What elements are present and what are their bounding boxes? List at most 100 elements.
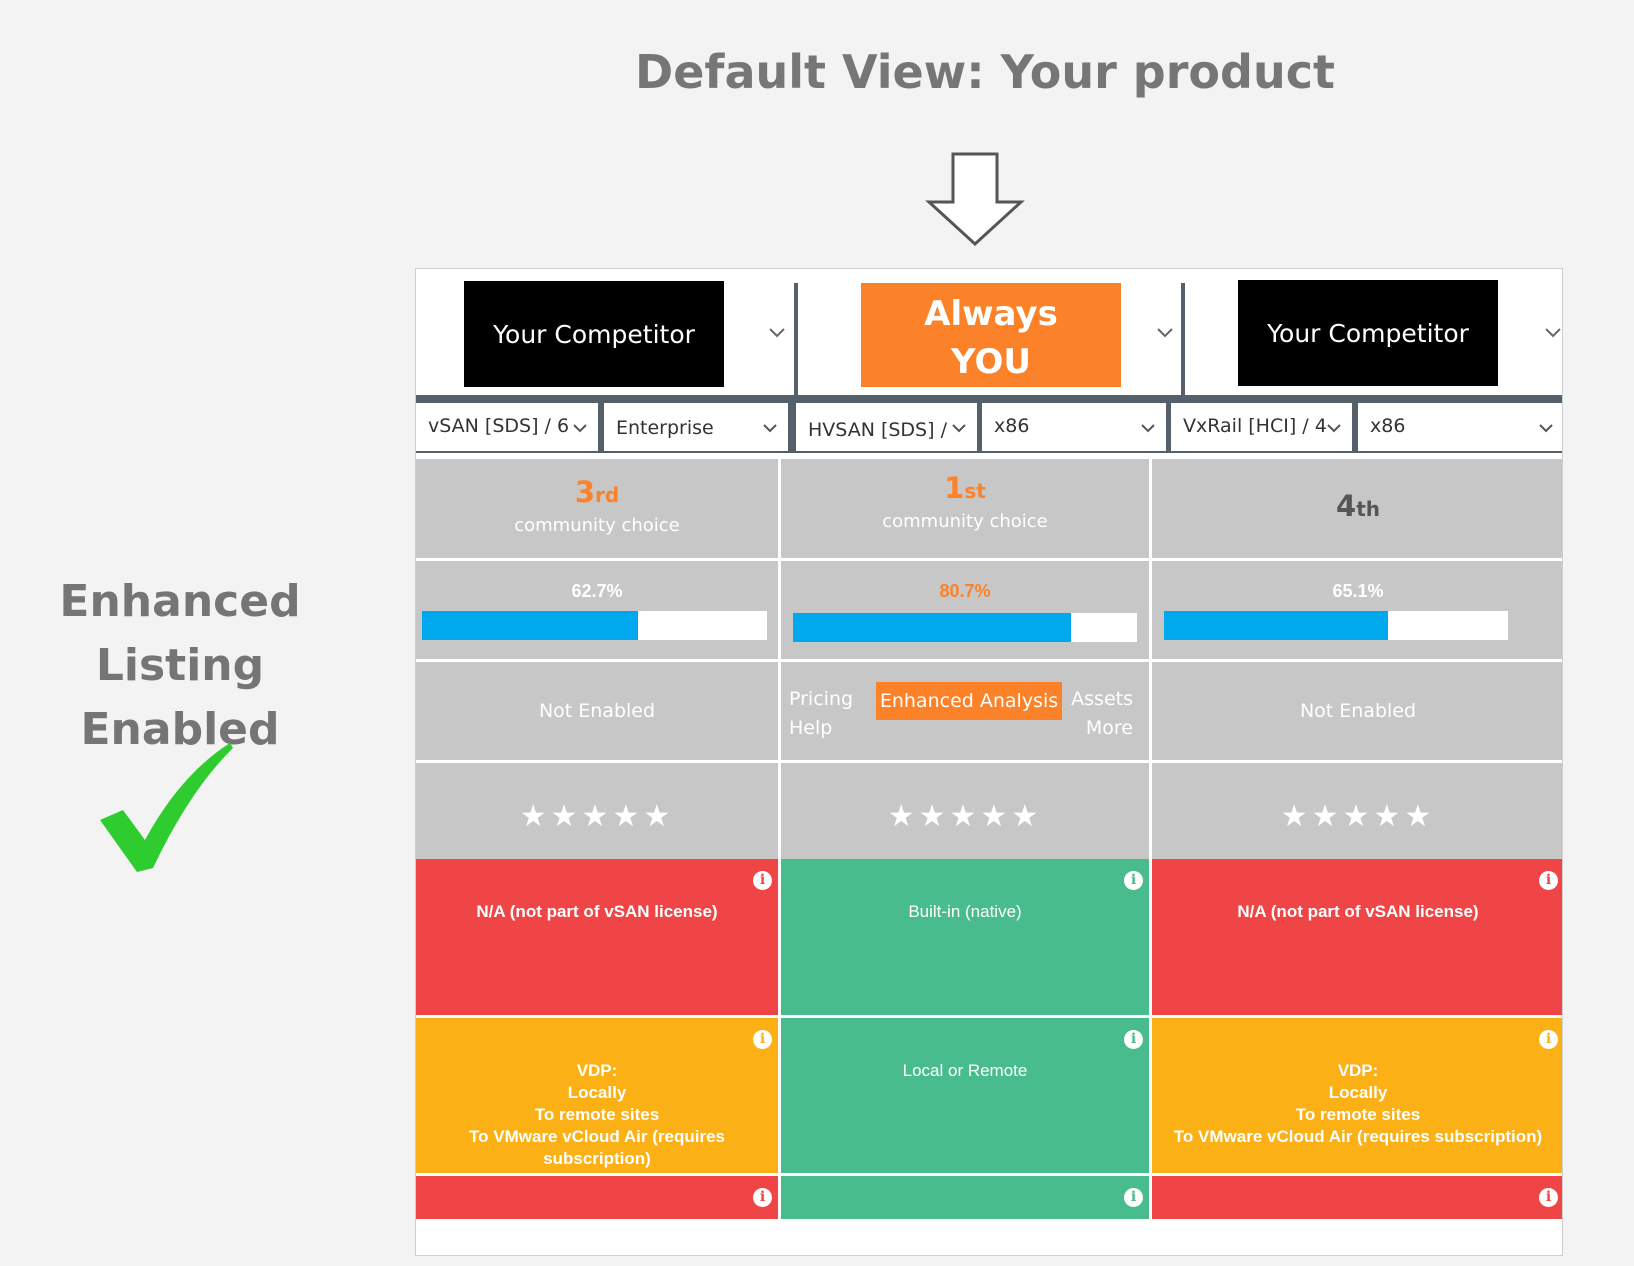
info-icon[interactable]: i [753,1030,772,1049]
rank-cell: 3rd community choice [416,459,778,558]
star-rating: ★★★★★ [781,763,1149,859]
feature-value: N/A (not part of vSAN license) [476,902,718,921]
competitor-badge-left[interactable]: Your Competitor [464,281,724,387]
edition-select-left[interactable]: Enterprise [604,403,788,451]
pricing-link[interactable]: Pricing [789,688,854,710]
product-header: Your Competitor Always YOU Your Competit… [416,269,1562,395]
side-title-line2: Enabled [80,704,280,755]
feature-cell: i [1152,1176,1562,1219]
rating-row: ★★★★★ ★★★★★ ★★★★★ [416,763,1562,859]
edition-select-middle[interactable]: x86 [982,403,1166,451]
help-link[interactable]: Help [789,717,833,739]
feature-cell: Built-in (native) i [781,859,1149,1015]
chevron-down-icon [573,424,587,433]
feature-line: To remote sites [1295,1105,1421,1124]
info-icon[interactable]: i [1124,1030,1143,1049]
listing-status: Not Enabled [416,662,778,760]
score-bar [422,611,767,640]
info-icon[interactable]: i [1539,1030,1558,1049]
product-select-value: VxRail [HCI] / 4 [1183,415,1327,437]
feature-cell: Local or Remote i [781,1018,1149,1173]
community-choice-label: community choice [882,511,1048,532]
info-icon[interactable]: i [1124,871,1143,890]
feature-line: To remote sites [534,1105,660,1124]
feature-cell: N/A (not part of vSAN license) i [1152,859,1562,1015]
feature-cell: i [416,1176,778,1219]
chevron-down-icon[interactable] [1544,327,1562,339]
feature-row: VDP: Locally To remote sites To VMware v… [416,1018,1562,1173]
score-cell: 62.7% [416,561,778,659]
edition-select-value: Enterprise [616,417,714,439]
badge-line1: Always [924,294,1058,334]
score-cell: 80.7% [781,561,1149,659]
info-icon[interactable]: i [753,871,772,890]
down-arrow-icon [925,152,1025,247]
score-bar-fill [422,611,639,640]
edition-select-value: x86 [994,415,1030,437]
feature-value: Built-in (native) [908,902,1022,921]
rank-cell: 1st community choice [781,459,1149,558]
feature-cell: N/A (not part of vSAN license) i [416,859,778,1015]
selector-bar-top [416,395,1562,403]
rank-value: 3rd [574,475,620,509]
assets-link[interactable]: Assets [1071,688,1133,710]
chevron-down-icon[interactable] [768,327,786,339]
feature-value: Local or Remote [902,1061,1028,1080]
product-select-value: HVSAN [SDS] / [808,419,947,441]
product-select-middle[interactable]: HVSAN [SDS] / [796,403,977,451]
column-divider [794,283,798,395]
chevron-down-icon[interactable] [1156,327,1174,339]
info-icon[interactable]: i [1124,1188,1143,1207]
info-icon[interactable]: i [1539,871,1558,890]
score-bar [1164,611,1508,640]
listing-status: Not Enabled [1152,662,1562,760]
product-select-right[interactable]: VxRail [HCI] / 4 [1171,403,1352,451]
enhanced-analysis-button[interactable]: Enhanced Analysis [876,682,1062,720]
chevron-down-icon [1141,424,1155,433]
feature-line: VDP: [576,1061,618,1080]
score-percent: 80.7% [939,581,991,601]
feature-row: i i i [416,1176,1562,1255]
chevron-down-icon [1539,424,1553,433]
edition-select-right[interactable]: x86 [1358,403,1562,451]
score-bar-fill [793,613,1071,642]
page-heading: Default View: Your product [635,45,1335,99]
more-link[interactable]: More [1085,717,1133,739]
comparison-board: Your Competitor Always YOU Your Competit… [415,268,1563,1256]
score-bar [793,613,1137,642]
community-choice-label: community choice [514,515,680,536]
product-select-left[interactable]: vSAN [SDS] / 6 [416,403,598,451]
score-percent: 62.7% [571,581,623,601]
score-percent: 65.1% [1332,581,1384,601]
listing-row: Not Enabled Pricing Enhanced Analysis As… [416,662,1562,760]
info-icon[interactable]: i [753,1188,772,1207]
score-bar-fill [1164,611,1388,640]
side-title-line1: Enhanced Listing [59,576,301,691]
rank-cell: 4th [1152,459,1562,558]
score-row: 62.7% 80.7% 65.1% [416,561,1562,659]
rank-row: 3rd community choice 1st community choic… [416,459,1562,558]
your-product-badge[interactable]: Always YOU [861,283,1121,387]
info-icon[interactable]: i [1539,1188,1558,1207]
edition-select-value: x86 [1370,415,1406,437]
score-cell: 65.1% [1152,561,1562,659]
star-rating: ★★★★★ [1152,763,1562,859]
selector-row: vSAN [SDS] / 6 Enterprise HVSAN [SDS] / … [416,403,1562,453]
feature-cell: VDP: Locally To remote sites To VMware v… [416,1018,778,1173]
feature-line: To VMware vCloud Air (requires subscript… [469,1127,725,1168]
feature-value: N/A (not part of vSAN license) [1237,902,1479,921]
chevron-down-icon [952,424,966,433]
competitor-badge-right[interactable]: Your Competitor [1238,280,1498,386]
rank-value: 4th [1336,489,1380,523]
feature-row: N/A (not part of vSAN license) i Built-i… [416,859,1562,1015]
badge-line2: YOU [951,342,1031,382]
chevron-down-icon [763,424,777,433]
star-rating: ★★★★★ [416,763,778,859]
enhanced-listing-title: Enhanced Listing Enabled [0,570,360,762]
column-divider [1181,283,1185,395]
rank-value: 1st [944,471,986,505]
feature-line: To VMware vCloud Air (requires subscript… [1173,1127,1543,1146]
feature-line: VDP: [1337,1061,1379,1080]
listing-links: Pricing Enhanced Analysis Assets Help Mo… [781,662,1149,760]
feature-cell: VDP: Locally To remote sites To VMware v… [1152,1018,1562,1173]
